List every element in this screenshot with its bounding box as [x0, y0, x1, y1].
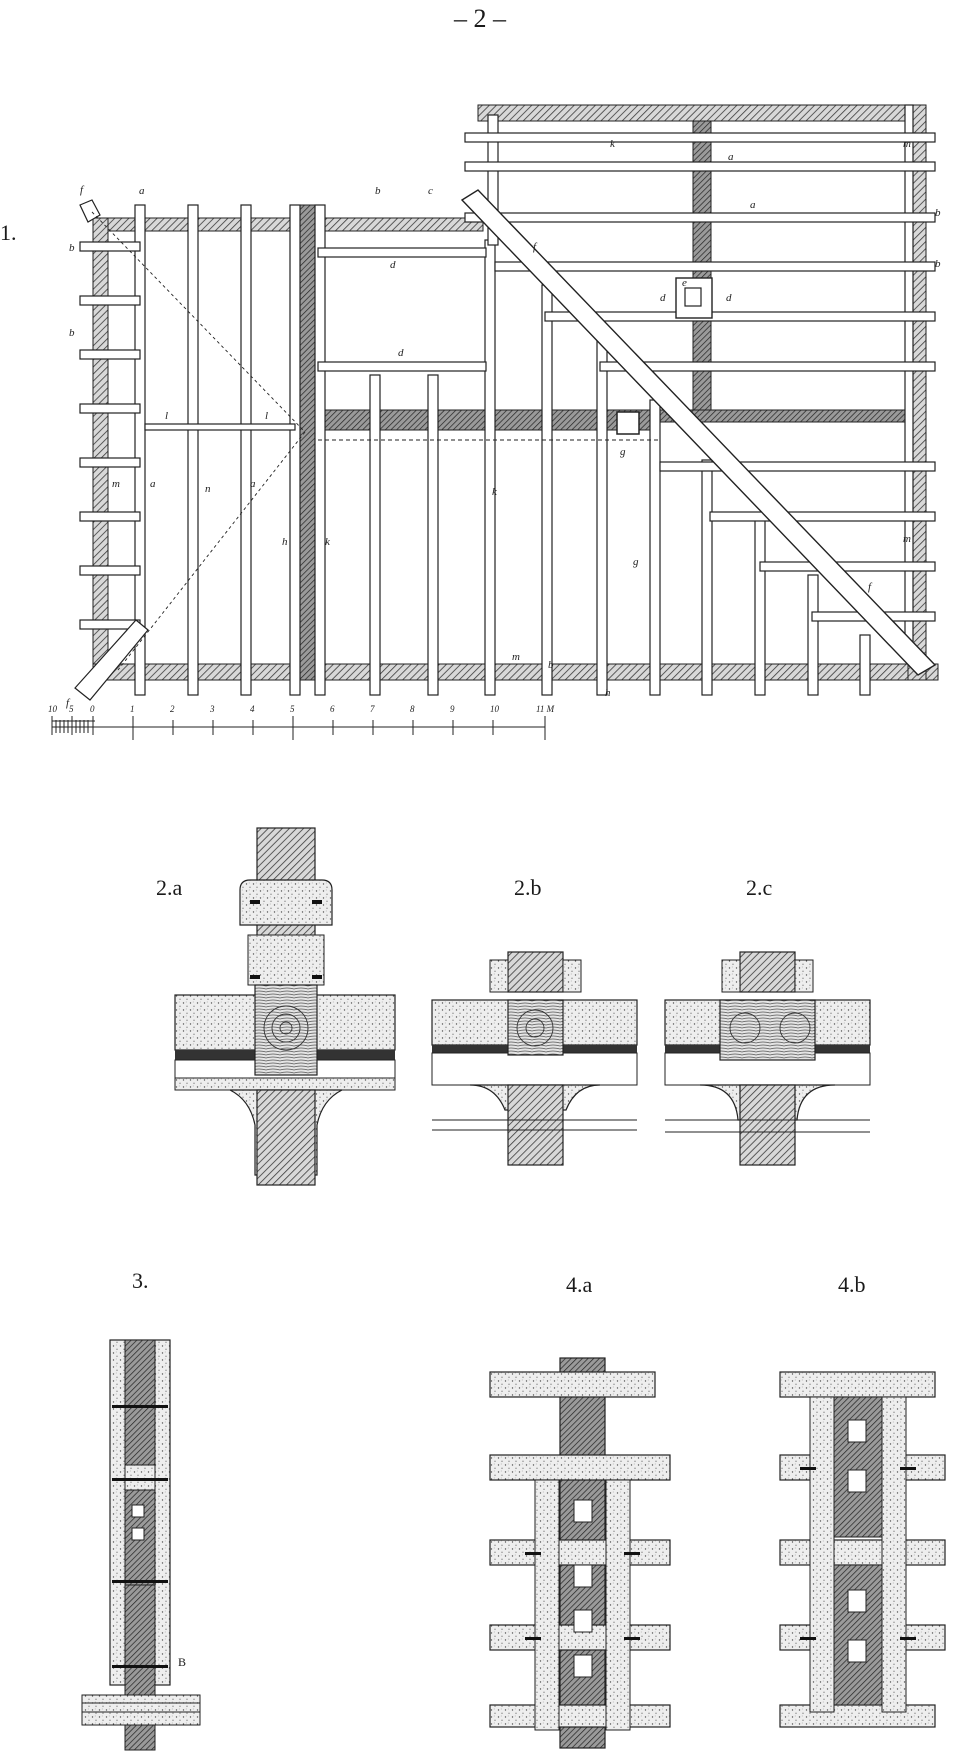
scale-tick-8: 6 — [330, 704, 335, 714]
page-number: – 2 – — [454, 4, 506, 33]
scale-tick-9: 7 — [370, 704, 375, 714]
scale-tick-3: 1 — [130, 704, 135, 714]
wall-top-right — [477, 104, 927, 122]
figure-4b-label: 4.b — [838, 1272, 866, 1297]
svg-text:n: n — [205, 483, 211, 495]
scale-tick-12: 10 — [490, 704, 500, 714]
svg-text:b: b — [935, 258, 941, 270]
svg-text:a: a — [150, 478, 156, 490]
svg-text:c: c — [428, 185, 433, 197]
svg-text:e: e — [682, 277, 687, 289]
svg-text:k: k — [610, 138, 616, 150]
wall-left — [92, 217, 109, 681]
svg-text:d: d — [398, 347, 404, 359]
svg-text:m: m — [903, 138, 911, 150]
figure-3-marker: B — [178, 1655, 187, 1669]
svg-text:f: f — [66, 697, 71, 709]
svg-text:a: a — [250, 478, 256, 490]
svg-text:k: k — [325, 536, 331, 548]
svg-text:b: b — [69, 327, 75, 339]
scale-bar: 10 5 0 1 2 3 4 5 6 7 8 9 10 11 M — [48, 704, 555, 740]
scale-tick-7: 5 — [290, 704, 295, 714]
figure-2a-joint-section — [174, 827, 396, 1186]
figure-2b-label: 2.b — [514, 875, 542, 900]
dotted-diagonal-2 — [117, 431, 306, 671]
svg-text:g: g — [633, 556, 639, 568]
plan-letters: a b c f b b l l m a n a h k d d k a a m … — [66, 138, 941, 709]
svg-text:b: b — [69, 242, 75, 254]
svg-text:d: d — [726, 292, 732, 304]
scale-tick-10: 8 — [410, 704, 415, 714]
diagonal-beam-right — [460, 189, 937, 676]
horizontal-joists-right — [464, 132, 936, 622]
svg-text:f: f — [80, 184, 85, 196]
svg-text:f: f — [533, 241, 538, 253]
chimney-opening — [684, 287, 702, 307]
svg-text:b: b — [375, 185, 381, 197]
scale-tick-4: 2 — [170, 704, 175, 714]
scale-tick-0: 10 — [48, 704, 58, 714]
svg-text:l: l — [265, 410, 268, 422]
post-g — [616, 411, 640, 435]
figure-3-label: 3. — [132, 1268, 149, 1293]
svg-text:m: m — [903, 533, 911, 545]
svg-text:h: h — [605, 687, 611, 699]
scale-tick-6: 4 — [250, 704, 255, 714]
wall-top-left — [92, 217, 484, 232]
svg-text:a: a — [139, 185, 145, 197]
diagonal-stub-bottom — [74, 619, 149, 701]
svg-text:f: f — [868, 581, 873, 593]
vertical-joists — [134, 104, 914, 696]
horizontal-joists-left — [79, 241, 487, 630]
svg-text:a: a — [728, 151, 734, 163]
svg-text:b: b — [935, 207, 941, 219]
scale-tick-13: 11 M — [536, 704, 555, 714]
figure-2b-joint-section — [431, 951, 638, 1166]
figure-4b-post-elevation — [779, 1371, 946, 1728]
figure-3-post-elevation — [81, 1339, 201, 1751]
figure-4a-label: 4.a — [566, 1272, 593, 1297]
scale-tick-1: 5 — [69, 704, 74, 714]
svg-text:a: a — [750, 199, 756, 211]
svg-text:m: m — [112, 478, 120, 490]
scale-tick-5: 3 — [209, 704, 215, 714]
figure-1-label: 1. — [0, 220, 17, 245]
figure-4a-post-elevation — [489, 1357, 671, 1749]
figure-1-framing-plan: a b c f b b l l m a n a h k d d k a a m … — [48, 104, 941, 740]
scale-tick-11: 9 — [450, 704, 455, 714]
figure-2c-label: 2.c — [746, 875, 773, 900]
svg-text:g: g — [620, 446, 626, 458]
svg-text:d: d — [390, 259, 396, 271]
svg-text:k: k — [492, 486, 498, 498]
figure-2a-label: 2.a — [156, 875, 183, 900]
svg-text:b: b — [548, 659, 554, 671]
svg-text:d: d — [660, 292, 666, 304]
diagonal-stub-top — [79, 199, 101, 223]
svg-text:m: m — [512, 651, 520, 663]
scale-tick-2: 0 — [90, 704, 95, 714]
figure-2c-joint-section — [664, 951, 871, 1166]
svg-text:h: h — [282, 536, 288, 548]
svg-text:l: l — [165, 410, 168, 422]
